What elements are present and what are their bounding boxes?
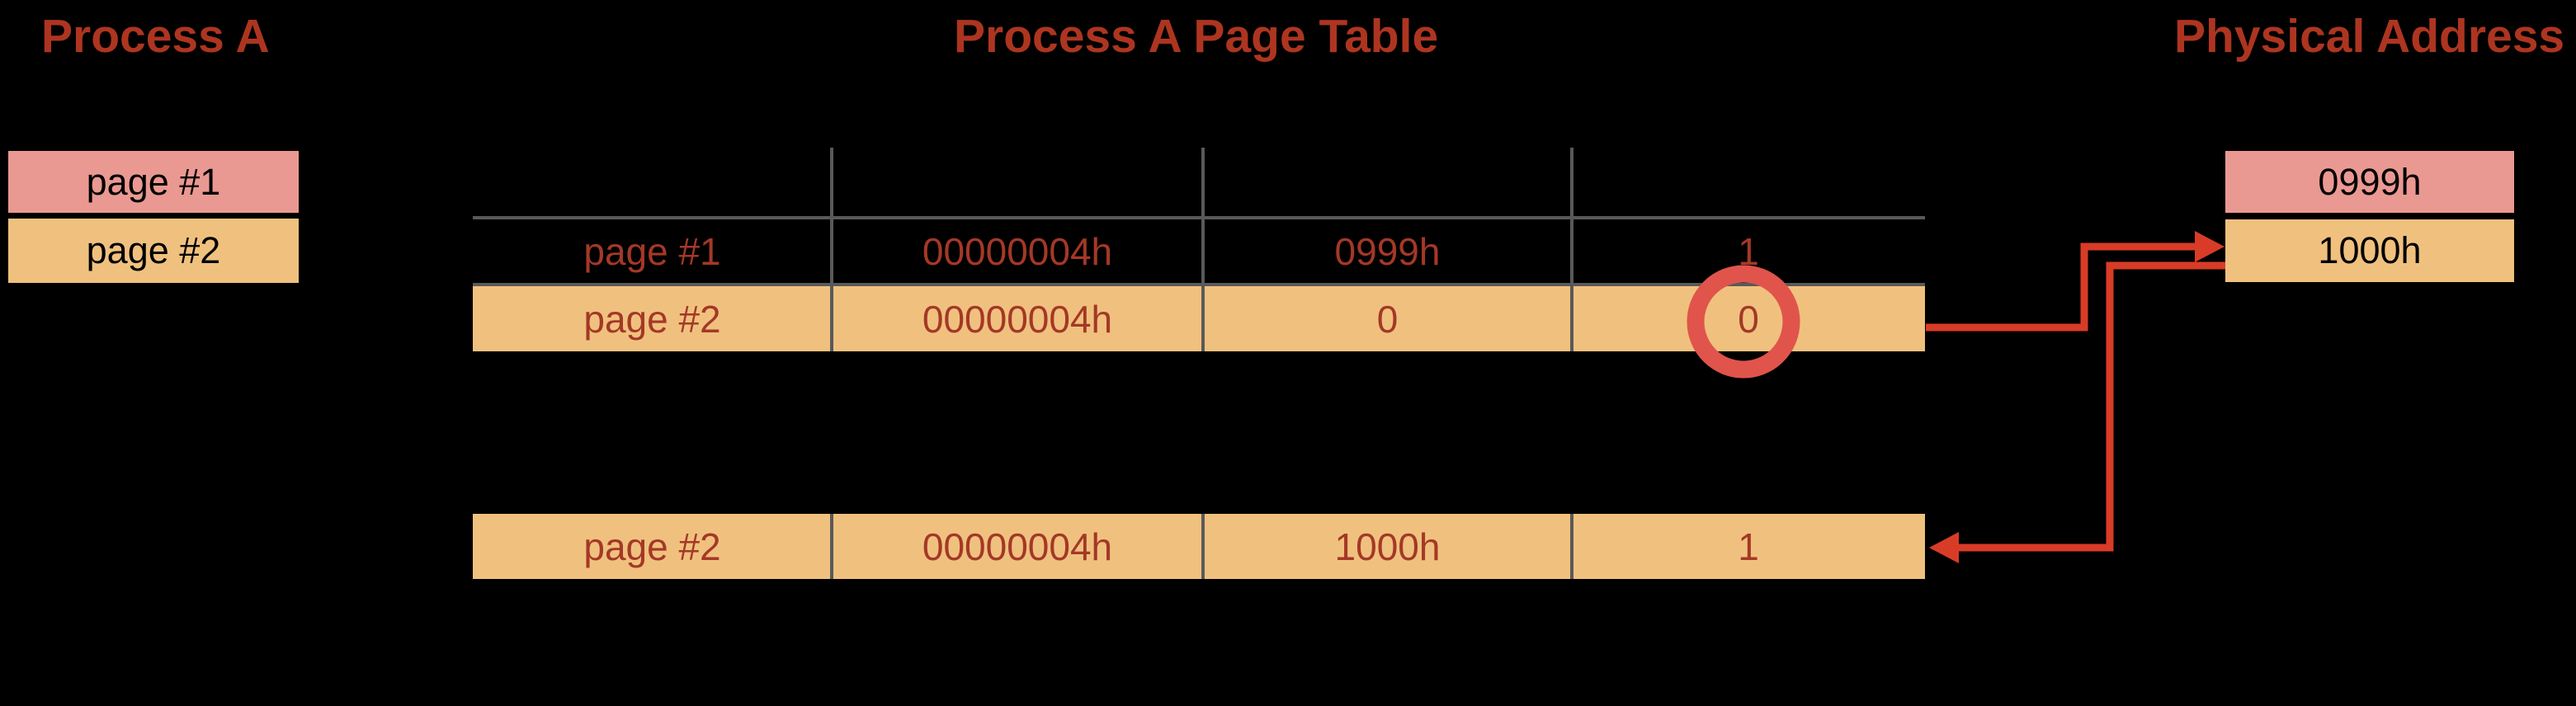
table-cell: page #2 — [583, 525, 721, 568]
table-cell: page #1 — [583, 229, 721, 273]
table-cell: 00000004h — [922, 525, 1113, 568]
process-page-2-label: page #2 — [86, 229, 221, 271]
table-cell: page #2 — [583, 297, 721, 341]
table-column-separator — [1570, 148, 1573, 351]
physical-frame-0999h-box: 0999h — [2225, 151, 2514, 213]
page-table-title: Process A Page Table — [954, 10, 1439, 63]
table-header-rule — [473, 216, 1925, 219]
table-column-separator — [1570, 514, 1573, 579]
table-cell: 00000004h — [922, 229, 1113, 273]
process-page-1-box: page #1 — [8, 151, 299, 213]
physical-frame-1000h-label: 1000h — [2318, 229, 2422, 271]
arrow-frame-to-updated-row-icon — [1929, 261, 2225, 563]
table-column-separator — [1201, 514, 1205, 579]
physical-frame-0999h-label: 0999h — [2318, 160, 2422, 203]
process-page-1-label: page #1 — [86, 160, 221, 203]
table-cell: 00000004h — [922, 297, 1113, 341]
page-table-row-page1: page #1 00000004h 0999h 1 — [473, 219, 1925, 283]
physical-frame-1000h-box: 1000h — [2225, 219, 2514, 282]
table-row-rule — [473, 283, 1925, 286]
table-column-separator — [830, 514, 833, 579]
physical-address-title: Physical Address — [2174, 10, 2565, 63]
table-cell: 1000h — [1334, 525, 1441, 568]
table-column-separator — [1201, 148, 1205, 351]
table-cell-valid-bit: 0 — [1738, 297, 1759, 341]
page-table-row-page2-faulting: page #2 00000004h 0 0 — [473, 286, 1925, 351]
process-page-2-box: page #2 — [8, 219, 299, 283]
table-cell: 0999h — [1334, 229, 1441, 273]
arrow-faulting-row-to-frame-icon — [1926, 231, 2225, 332]
table-cell: 1 — [1738, 229, 1759, 273]
table-column-separator — [830, 148, 833, 351]
table-cell: 1 — [1738, 525, 1759, 568]
process-a-title: Process A — [41, 10, 270, 63]
page-table-row-page2-updated: page #2 00000004h 1000h 1 — [473, 514, 1925, 579]
table-cell: 0 — [1376, 297, 1399, 341]
